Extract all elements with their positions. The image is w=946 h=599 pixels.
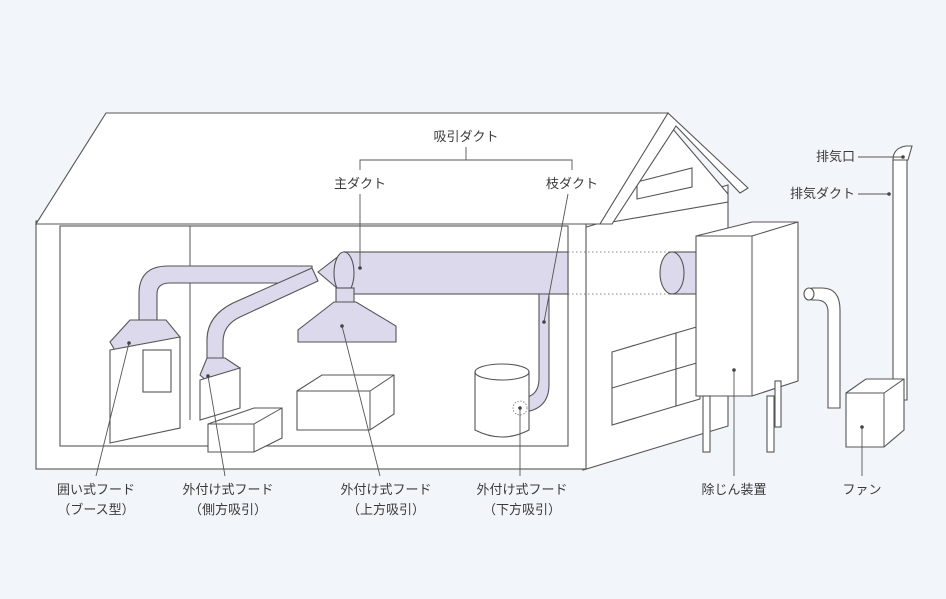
exhaust-stack <box>892 159 908 401</box>
label-bottom-hood: 外付け式フード <box>476 483 567 498</box>
ducts <box>138 250 699 415</box>
fan-and-stack <box>845 145 913 448</box>
label-exhaust-duct: 排気ダクト <box>790 186 855 202</box>
label-main-duct: 主ダクト <box>334 177 386 192</box>
label-fan: ファン <box>842 483 881 498</box>
leader-lines <box>95 147 905 477</box>
labels: 吸引ダクト 主ダクト 枝ダクト 排気口 排気ダクト 囲い式フード （ブース型） … <box>57 130 882 518</box>
top-hood-work-box <box>296 374 395 431</box>
hoods <box>109 301 530 453</box>
label-side-hood-type: （側方吸引） <box>189 502 267 518</box>
dust-collector <box>695 221 841 453</box>
label-bottom-hood-type: （下方吸引） <box>483 502 561 518</box>
pipe-outlet <box>803 287 815 301</box>
side-hood-body <box>199 367 241 421</box>
collector-box <box>695 221 799 397</box>
top-hood-canopy <box>297 301 397 343</box>
bottom-hood-inlet <box>512 400 528 416</box>
roof-edge <box>599 112 749 225</box>
collector-leg-2 <box>766 395 775 453</box>
collector-leg-1 <box>702 395 711 453</box>
collector-leg-3 <box>774 380 782 428</box>
roof-front <box>35 112 669 225</box>
drum-body <box>474 371 530 438</box>
label-enclosed-hood: 囲い式フード <box>57 483 135 498</box>
label-top-hood: 外付け式フード <box>340 483 431 498</box>
label-enclosed-hood-type: （ブース型） <box>57 502 134 518</box>
fan-box <box>845 378 905 448</box>
label-dust-collector: 除じん装置 <box>701 483 766 498</box>
label-exhaust-port: 排気口 <box>816 149 855 165</box>
label-top-hood-type: （上方吸引） <box>347 502 425 518</box>
gable-vent <box>636 167 693 200</box>
collector-to-fan-pipe <box>811 287 841 409</box>
outside-duct-end <box>659 251 685 295</box>
label-suction-duct: 吸引ダクト <box>433 130 498 145</box>
label-side-hood: 外付け式フード <box>182 483 273 498</box>
main-duct-body <box>343 251 569 295</box>
booth-hood-opening <box>142 349 172 393</box>
drum-top <box>474 363 530 381</box>
label-branch-duct: 枝ダクト <box>546 177 598 192</box>
